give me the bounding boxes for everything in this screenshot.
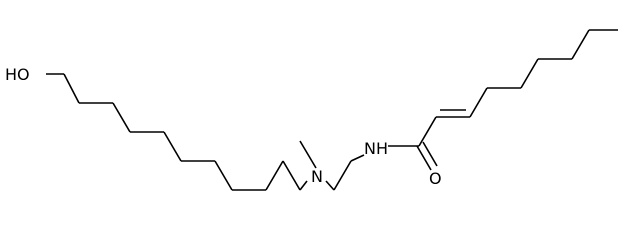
bond-cbeta-cg (469, 87, 488, 118)
bond-c9-c10 (265, 160, 284, 191)
bond-n-methyl (299, 140, 317, 169)
amine-n-label: N (311, 167, 323, 186)
bond-cd-ce (520, 58, 539, 89)
bond-cz-ceta (571, 29, 590, 60)
bond-ch2-c (333, 160, 352, 191)
bond-c-nh (350, 154, 365, 162)
hydroxyl-label: HO (5, 65, 30, 84)
bond-c5-c6 (163, 131, 182, 162)
bond-n-ch2 (325, 180, 335, 191)
amide-nh-label: NH (364, 139, 388, 158)
bond-carbonyl-o-a (416, 145, 432, 171)
bond-c3-c4 (112, 102, 131, 133)
bond-c7-c8 (214, 160, 233, 191)
carbonyl-o-label: O (429, 169, 442, 188)
structure-canvas: HO N NH O (5, 29, 618, 191)
bond-carbonyl-calpha (418, 116, 437, 147)
bond-carbonyl-o-b (422, 141, 438, 167)
bond-c11-n (299, 180, 308, 191)
octenoyl-chain (388, 29, 618, 171)
bond-c10-c11 (282, 160, 301, 191)
molecule-structure: HO N NH O (5, 29, 618, 191)
nonyl-chain (46, 73, 308, 191)
bond-c1-c2 (63, 73, 80, 104)
amine-substituents (299, 140, 365, 191)
